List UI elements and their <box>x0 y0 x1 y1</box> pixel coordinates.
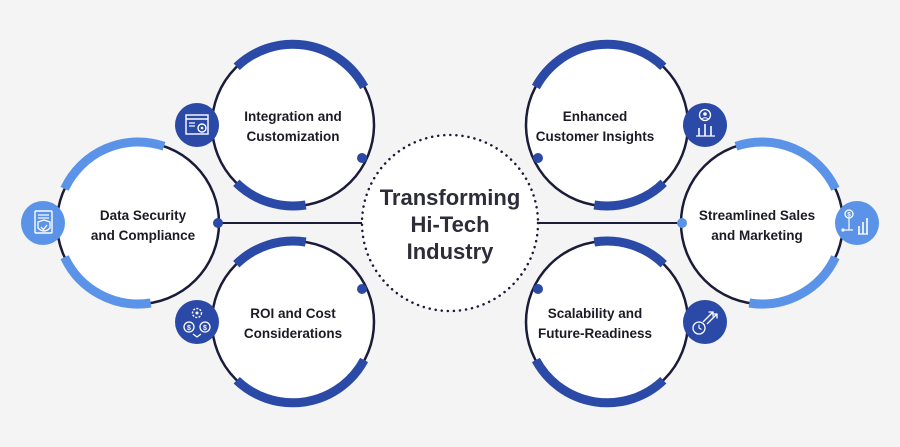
center-title-line-2: Hi-Tech <box>410 212 490 237</box>
center-title-line-1: Transforming <box>379 185 521 210</box>
node-scalability <box>524 236 690 408</box>
settings-window-icon <box>175 103 219 147</box>
label-sales: Streamlined Sales and Marketing <box>682 206 832 246</box>
label-sales-line-2: and Marketing <box>711 228 803 243</box>
center-title-line-3: Industry <box>406 239 494 264</box>
customer-chart-icon <box>683 103 727 147</box>
label-sales-line-1: Streamlined Sales <box>698 208 816 223</box>
label-data-security-line-2: and Compliance <box>90 228 196 243</box>
label-integration-line-1: Integration and <box>244 109 342 124</box>
label-insights-line-1: Enhanced <box>562 109 628 124</box>
label-data-security-line-1: Data Security <box>99 208 187 223</box>
label-integration-line-2: Customization <box>246 129 340 144</box>
svg-text:$: $ <box>203 325 207 332</box>
label-roi-line-1: ROI and Cost <box>250 306 336 321</box>
label-insights: Enhanced Customer Insights <box>520 107 670 147</box>
node-sales <box>677 137 845 309</box>
svg-text:$: $ <box>187 325 191 332</box>
label-scalability-line-2: Future-Readiness <box>537 326 653 341</box>
label-integration: Integration and Customization <box>218 107 368 147</box>
label-roi: ROI and Cost Considerations <box>218 304 368 344</box>
sales-flow-icon: $ <box>835 201 879 245</box>
label-scalability: Scalability and Future-Readiness <box>520 304 670 344</box>
cost-gear-icon: $ $ <box>175 300 219 344</box>
label-insights-line-2: Customer Insights <box>535 129 655 144</box>
shield-document-icon <box>21 201 65 245</box>
node-roi <box>210 236 376 408</box>
center-title: Transforming Hi-Tech Industry <box>365 184 535 265</box>
growth-clock-icon <box>683 300 727 344</box>
label-data-security: Data Security and Compliance <box>68 206 218 246</box>
label-roi-line-2: Considerations <box>243 326 343 341</box>
svg-text:$: $ <box>847 213 851 219</box>
label-scalability-line-1: Scalability and <box>547 306 643 321</box>
center-circle <box>360 133 540 313</box>
